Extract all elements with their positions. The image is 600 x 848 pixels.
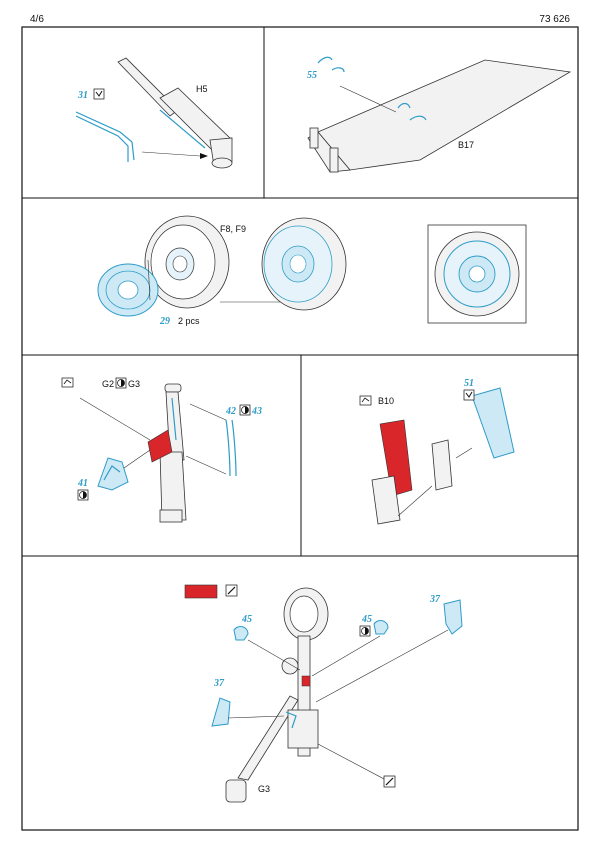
red-paint-part	[147, 429, 173, 463]
panel-1: 31 H5	[75, 57, 233, 169]
part-label-h5: H5	[196, 84, 208, 94]
red-paint-part	[301, 675, 311, 687]
bend-icon	[93, 88, 105, 100]
fuselage-b17	[307, 59, 572, 173]
red-color-swatch	[184, 584, 218, 599]
half-fill-icon	[359, 625, 371, 637]
etch-part-55	[317, 56, 427, 121]
part-number-45-right: 45	[361, 614, 372, 625]
strut-h5	[117, 57, 233, 169]
part-number-51: 51	[464, 378, 474, 389]
document-number: 73 626	[539, 14, 570, 25]
sanding-icon	[383, 775, 396, 788]
detail-inset	[427, 224, 527, 324]
part-label-f8-f9: F8, F9	[220, 224, 246, 234]
bend-icon	[463, 389, 475, 401]
part-number-55: 55	[307, 70, 317, 81]
page-number: 4/6	[30, 14, 44, 25]
panel-2: 55 B17	[307, 56, 572, 173]
seat-part-b10	[371, 439, 453, 525]
part-label-g3: G3	[128, 379, 140, 389]
half-fill-icon	[115, 377, 127, 389]
part-label-b10: B10	[378, 396, 394, 406]
part-label-b17: B17	[458, 140, 474, 150]
etch-part-51	[471, 387, 515, 459]
etch-part-41	[97, 457, 129, 491]
panel-4: G2 G3 42 43 41	[61, 377, 262, 523]
panel-5: B10 51	[359, 378, 515, 525]
part-number-37-left: 37	[213, 678, 225, 689]
red-paint-part	[379, 419, 413, 497]
wheel-left	[144, 215, 230, 309]
panel-6: 45 45 37 37 G3	[184, 584, 463, 803]
etch-part-29	[97, 263, 159, 317]
part-number-37-right: 37	[429, 594, 441, 605]
quantity-label: 2 pcs	[178, 316, 200, 326]
part-number-43: 43	[251, 406, 262, 417]
part-number-45-left: 45	[241, 614, 252, 625]
part-number-29: 29	[159, 316, 170, 327]
etch-parts-42-43	[171, 397, 237, 477]
paint-icon	[61, 377, 74, 388]
part-label-g3-bottom: G3	[258, 784, 270, 794]
part-number-42: 42	[225, 406, 236, 417]
gear-leg-g3	[225, 587, 329, 803]
half-fill-icon	[77, 489, 89, 501]
etch-parts-45-37	[211, 599, 463, 729]
part-number-31: 31	[77, 90, 88, 101]
part-number-41: 41	[77, 478, 88, 489]
wheel-right	[261, 217, 347, 311]
paint-icon	[359, 395, 372, 406]
part-label-g2: G2	[102, 379, 114, 389]
etch-part-31	[75, 111, 135, 162]
panel-3: F8, F9 29 2 pcs	[97, 215, 527, 327]
sanding-icon	[225, 584, 238, 597]
panel-frame	[21, 26, 579, 831]
half-fill-icon	[239, 404, 251, 416]
